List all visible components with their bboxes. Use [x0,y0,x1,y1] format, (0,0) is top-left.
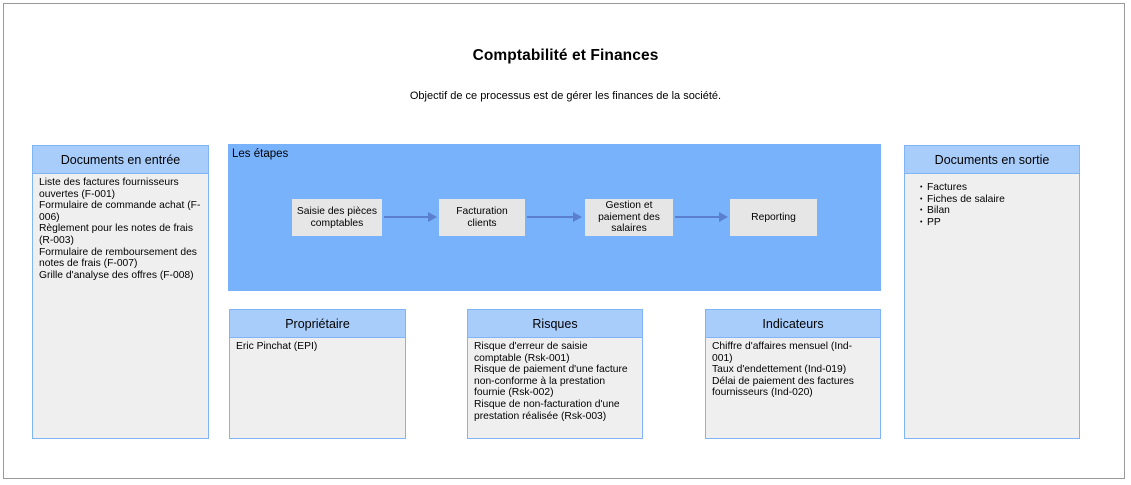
steps-area: Les étapes Saisie des pièces comptables … [228,144,881,291]
risks-line: prestation réalisée (Rsk-003) [474,410,607,422]
outputs-item: Factures [920,182,1079,194]
owner-header: Propriétaire [230,310,405,338]
inputs-line: (R-003) [39,234,74,246]
inputs-header: Documents en entrée [33,146,208,174]
step-gestion-salaires: Gestion et paiement des salaires [585,199,673,236]
owner-panel: Propriétaire Eric Pinchat (EPI) [229,309,406,439]
indicators-line: 001) [712,352,733,364]
owner-line: Eric Pinchat (EPI) [236,341,318,352]
risks-body: Risque d'erreur de saisie comptable (Rsk… [468,338,642,425]
indicators-line: Taux d'endettement (Ind-019) [712,364,847,376]
risks-header: Risques [468,310,642,338]
outputs-item: PP [920,217,1079,229]
inputs-line: Liste des factures fournisseurs [39,177,179,188]
risks-line: fournie (Rsk-002) [474,387,554,399]
inputs-line: Grille d'analyse des offres (F-008) [39,269,194,281]
indicators-panel: Indicateurs Chiffre d'affaires mensuel (… [705,309,881,439]
risks-line: Risque de paiement d'une facture [474,364,628,376]
inputs-line: notes de frais (F-007) [39,258,138,270]
inputs-line: Formulaire de commande achat (F- [39,200,201,212]
step-saisie-pieces: Saisie des pièces comptables [292,199,382,236]
risks-panel: Risques Risque d'erreur de saisie compta… [467,309,643,439]
step-reporting: Reporting [730,199,817,236]
arrow-icon [527,212,582,222]
arrow-icon [384,212,437,222]
page-subtitle: Objectif de ce processus est de gérer le… [409,90,722,102]
step-label: comptables [310,217,364,229]
inputs-line: 006) [39,211,60,223]
page-title: Comptabilité et Finances [472,47,659,64]
step-label: paiement des [598,211,660,223]
outputs-list: Factures Fiches de salaire Bilan PP [905,174,1079,228]
indicators-body: Chiffre d'affaires mensuel (Ind- 001) Ta… [706,338,880,402]
inputs-body: Liste des factures fournisseurs ouvertes… [33,174,208,284]
outputs-item: Fiches de salaire [920,194,1079,206]
step-label: salaires [611,223,647,235]
risks-line: Risque de non-facturation d'une [474,398,620,410]
steps-label: Les étapes [232,148,289,160]
step-label: Gestion et [605,200,653,212]
arrow-icon [675,212,728,222]
risks-line: Risque d'erreur de saisie [474,341,588,352]
inputs-line: ouvertes (F-001) [39,188,116,200]
inputs-line: Formulaire de remboursement des [39,246,197,258]
indicators-header: Indicateurs [706,310,880,338]
step-facturation-clients: Facturation clients [439,199,525,236]
outputs-header: Documents en sortie [905,146,1079,174]
indicators-line: Chiffre d'affaires mensuel (Ind- [712,341,853,352]
outputs-item: Bilan [920,205,1079,217]
inputs-panel: Documents en entrée Liste des factures f… [32,145,209,439]
outputs-panel: Documents en sortie Factures Fiches de s… [904,145,1080,439]
step-label: Reporting [751,211,796,223]
step-label: clients [467,217,497,229]
step-label: Saisie des pièces [296,205,378,217]
indicators-line: Délai de paiement des factures [712,375,854,387]
risks-line: comptable (Rsk-001) [474,352,570,364]
inputs-line: Règlement pour les notes de frais [39,223,193,235]
indicators-line: fournisseurs (Ind-020) [712,387,813,399]
risks-line: non-conforme à la prestation [474,375,606,387]
owner-body: Eric Pinchat (EPI) [230,338,405,356]
step-label: Facturation [456,205,508,217]
